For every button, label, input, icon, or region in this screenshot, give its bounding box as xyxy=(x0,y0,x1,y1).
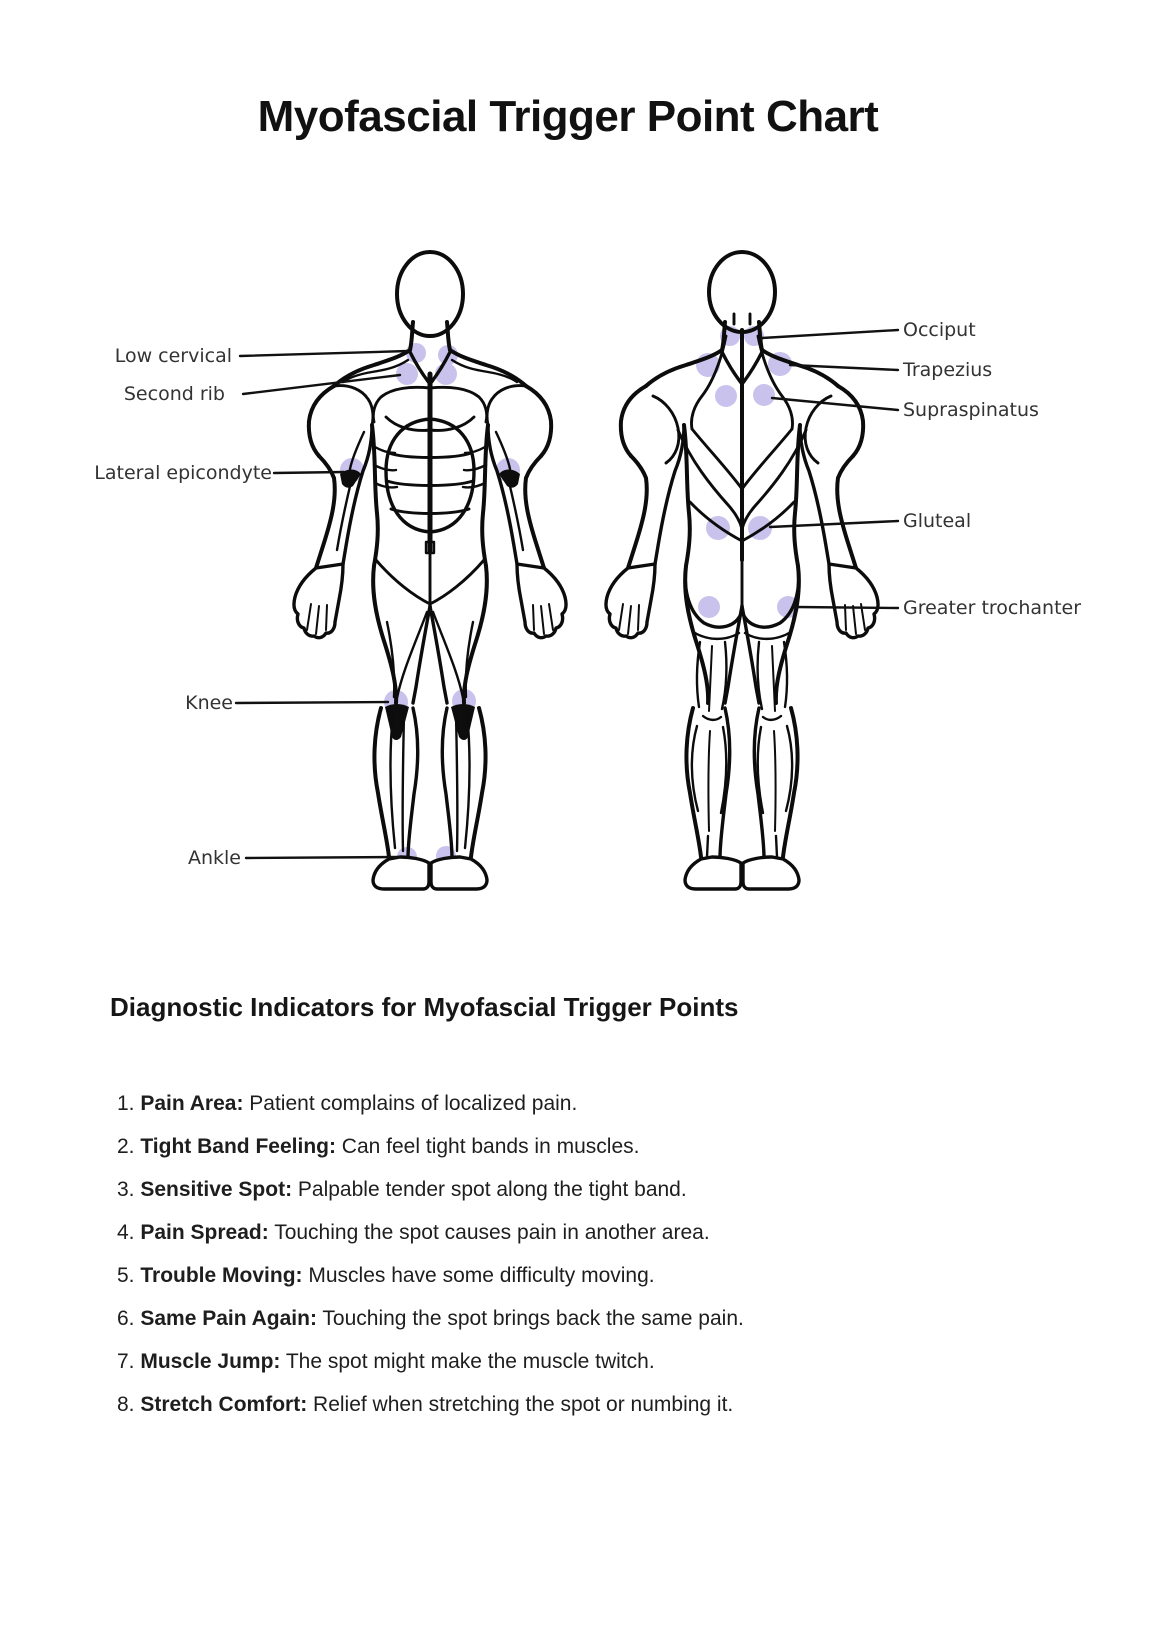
item-number: 6. xyxy=(117,1307,141,1330)
item-term: Muscle Jump: xyxy=(140,1350,281,1373)
back-figure xyxy=(604,250,880,891)
label-trapezius: Trapezius xyxy=(902,359,992,381)
label-greater-trochanter: Greater trochanter xyxy=(903,597,1081,619)
trigger-point-greater-trochanter-left xyxy=(698,596,720,618)
label-occiput: Occiput xyxy=(903,319,976,341)
item-desc: Relief when stretching the spot or numbi… xyxy=(307,1393,734,1416)
list-item: 3. Sensitive Spot: Palpable tender spot … xyxy=(117,1179,744,1200)
label-gluteal: Gluteal xyxy=(903,510,971,532)
item-number: 2. xyxy=(117,1135,141,1158)
list-item: 6. Same Pain Again: Touching the spot br… xyxy=(117,1308,744,1329)
item-term: Trouble Moving: xyxy=(140,1264,303,1287)
trigger-point-diagram: Low cervical Second rib Lateral epicondy… xyxy=(94,250,1081,891)
front-head xyxy=(395,250,465,338)
item-term: Pain Area: xyxy=(140,1092,244,1115)
item-term: Pain Spread: xyxy=(140,1221,269,1244)
item-desc: Can feel tight bands in muscles. xyxy=(335,1135,640,1158)
item-number: 7. xyxy=(117,1350,141,1373)
item-term: Tight Band Feeling: xyxy=(140,1135,336,1158)
item-number: 1. xyxy=(117,1092,141,1115)
item-number: 8. xyxy=(117,1393,141,1416)
list-item: 7. Muscle Jump: The spot might make the … xyxy=(117,1351,744,1372)
item-desc: Patient complains of localized pain. xyxy=(243,1092,578,1115)
back-head xyxy=(707,250,777,334)
item-number: 4. xyxy=(117,1221,141,1244)
diagram-labels: Low cervical Second rib Lateral epicondy… xyxy=(94,319,1081,869)
trigger-point-second-rib-left xyxy=(396,363,418,385)
leader-lines xyxy=(234,328,900,860)
item-number: 3. xyxy=(117,1178,141,1201)
list-item: 1. Pain Area: Patient complains of local… xyxy=(117,1093,744,1114)
item-term: Same Pain Again: xyxy=(140,1307,317,1330)
item-desc: Touching the spot causes pain in another… xyxy=(268,1221,710,1244)
label-knee: Knee xyxy=(185,692,233,714)
item-term: Stretch Comfort: xyxy=(140,1393,308,1416)
trigger-point-supraspinatus-left xyxy=(715,385,737,407)
front-figure xyxy=(292,250,568,891)
page-title: Myofascial Trigger Point Chart xyxy=(257,92,879,141)
section-heading: Diagnostic Indicators for Myofascial Tri… xyxy=(110,992,739,1022)
list-item: 8. Stretch Comfort: Relief when stretchi… xyxy=(117,1394,744,1415)
indicator-list: 1. Pain Area: Patient complains of local… xyxy=(117,1093,744,1437)
item-desc: The spot might make the muscle twitch. xyxy=(280,1350,655,1373)
list-item: 2. Tight Band Feeling: Can feel tight ba… xyxy=(117,1136,744,1157)
label-ankle: Ankle xyxy=(188,847,241,869)
list-item: 5. Trouble Moving: Muscles have some dif… xyxy=(117,1265,744,1286)
label-supraspinatus: Supraspinatus xyxy=(903,399,1039,421)
list-item: 4. Pain Spread: Touching the spot causes… xyxy=(117,1222,744,1243)
item-desc: Muscles have some difficulty moving. xyxy=(302,1264,655,1287)
item-desc: Touching the spot brings back the same p… xyxy=(316,1307,744,1330)
label-lateral-epicondyle: Lateral epicondyte xyxy=(94,462,272,484)
item-number: 5. xyxy=(117,1264,141,1287)
trigger-point-supraspinatus-right xyxy=(753,384,775,406)
label-second-rib: Second rib xyxy=(124,383,225,405)
label-low-cervical: Low cervical xyxy=(115,345,232,367)
item-term: Sensitive Spot: xyxy=(140,1178,293,1201)
item-desc: Palpable tender spot along the tight ban… xyxy=(292,1178,687,1201)
